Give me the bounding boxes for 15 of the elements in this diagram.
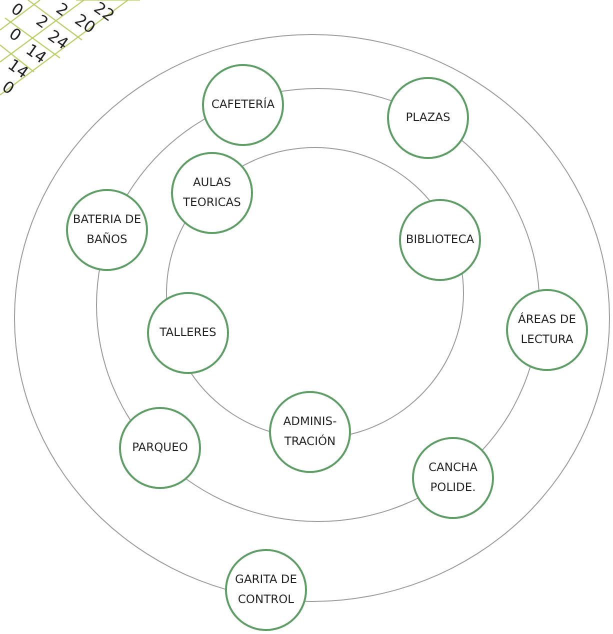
zone-label: ÁREAS DE LECTURA (516, 311, 578, 348)
zone-label: CANCHA POLIDE. (427, 459, 479, 496)
zone-label: TALLERES (160, 324, 216, 342)
table-number: 0 (6, 26, 24, 44)
zone-label: BATERIA DE BAÑOS (72, 211, 142, 248)
table-number: 0 (0, 78, 17, 98)
table-number: 0 (8, 0, 26, 20)
zone-label: BIBLIOTECA (406, 231, 474, 248)
zone-label: PARQUEO (132, 439, 188, 456)
zone-label: GARITA DE CONTROL (234, 571, 298, 608)
zone-label: ADMINIS- TRACIÓN (282, 413, 338, 450)
zone-label: CAFETERÍA (211, 96, 275, 114)
table-number: 2 (53, 0, 71, 20)
zone-label: AULAS TEORICAS (182, 174, 242, 211)
zone-label: PLAZAS (406, 109, 450, 126)
